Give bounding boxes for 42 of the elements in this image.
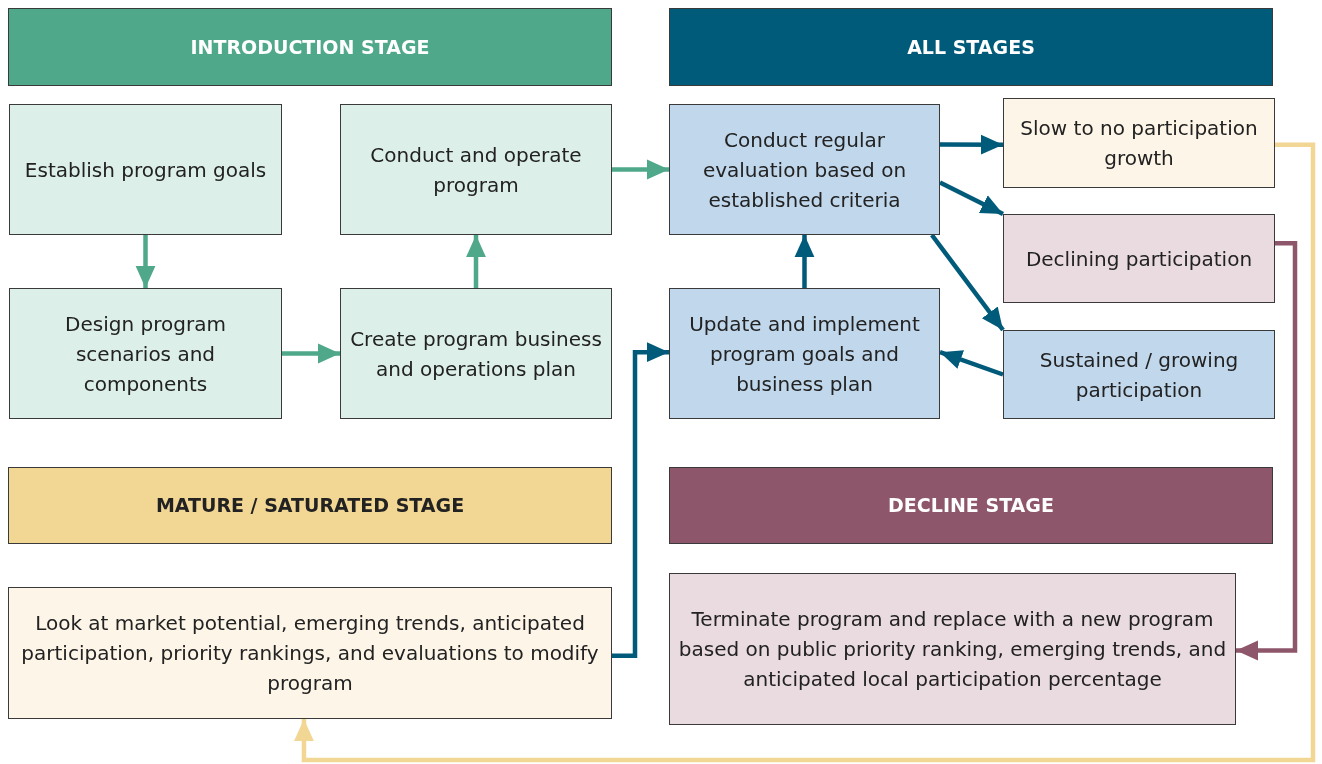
process-box <box>340 104 612 235</box>
arrow <box>1236 241 1298 661</box>
process-box <box>669 104 940 235</box>
step-text: Slow to no participation growth <box>1019 115 1259 172</box>
arrow <box>612 159 669 180</box>
process-box <box>340 288 612 419</box>
stage-title: ALL STAGES <box>907 34 1035 60</box>
step-text: Conduct and operate program <box>369 141 583 199</box>
process-box <box>9 104 282 235</box>
step-text: Create program business and operations plan <box>349 325 603 383</box>
process-box <box>1003 98 1275 188</box>
stage-header <box>8 467 612 544</box>
arrow <box>939 350 1004 377</box>
stage-header <box>669 8 1273 86</box>
step-text: Conduct regular evaluation based on established criteria <box>701 126 908 214</box>
arrow <box>930 233 1005 332</box>
step-text: Update and implement program goals and business plan <box>688 310 921 398</box>
stage-header <box>669 467 1273 544</box>
step-text: Terminate program and replace with a new program based on public priority ranking, emerging trends, and anticipated local participation percentage <box>678 606 1227 693</box>
arrow <box>466 235 486 288</box>
arrow <box>794 235 815 288</box>
stage-title: INTRODUCTION STAGE <box>190 34 430 60</box>
arrow <box>282 343 340 364</box>
process-box <box>8 587 612 719</box>
stage-header <box>8 8 612 86</box>
step-text: Look at market potential, emerging trends, anticipated participation, priority rankings, and evaluations to modify program <box>20 610 600 697</box>
arrow <box>940 134 1003 155</box>
arrow <box>612 342 669 658</box>
step-text: Declining participation <box>1025 245 1253 273</box>
arrow <box>135 235 156 288</box>
stage-title: DECLINE STAGE <box>888 493 1054 519</box>
process-box <box>9 288 282 419</box>
process-box <box>1003 330 1275 419</box>
process-box <box>1003 214 1275 303</box>
step-text: Establish program goals <box>24 156 267 184</box>
stage-title: MATURE / SATURATED STAGE <box>155 493 465 519</box>
process-box <box>669 288 940 419</box>
step-text: Design program scenarios and components <box>64 310 227 398</box>
arrow <box>294 142 1316 763</box>
arrow <box>939 180 1004 216</box>
process-box <box>669 573 1236 725</box>
step-text: Sustained / growing participation <box>1038 346 1240 404</box>
